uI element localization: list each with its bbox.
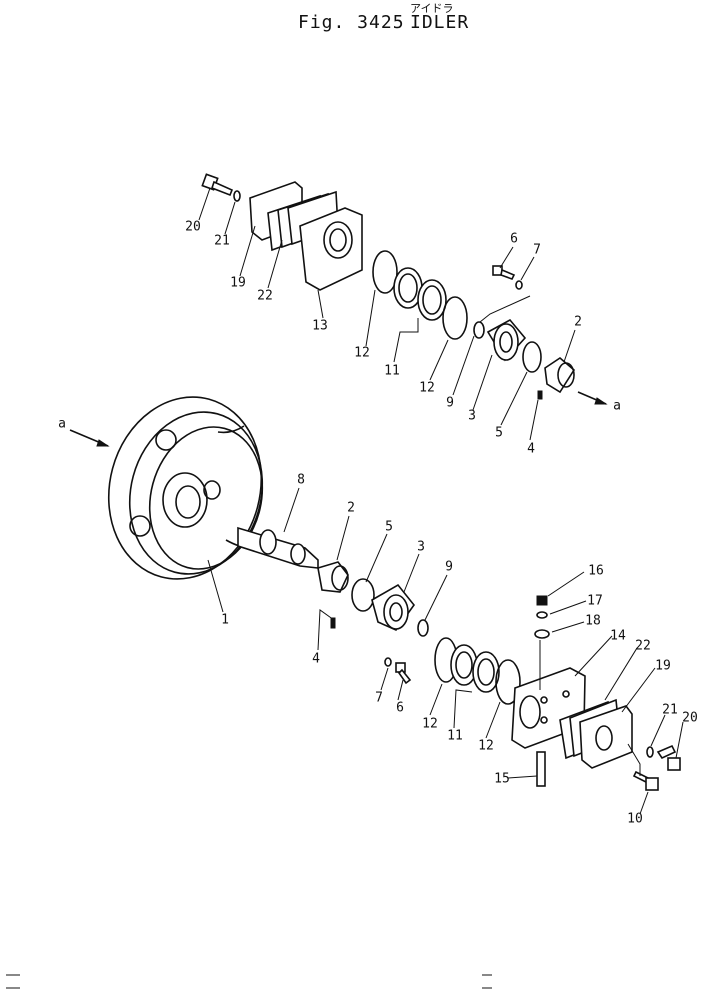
callout-19-lower: 19 bbox=[655, 658, 671, 674]
washer-17 bbox=[536, 611, 548, 619]
callout-2-upper: 2 bbox=[574, 314, 582, 330]
idler-wheel-1 bbox=[107, 396, 264, 580]
callout-12-c: 12 bbox=[422, 716, 438, 732]
callout-12-a: 12 bbox=[354, 345, 370, 361]
floating-seal-11-upper bbox=[393, 267, 447, 321]
floating-seal-11-lower bbox=[450, 644, 500, 693]
callout-3-lower: 3 bbox=[417, 539, 425, 555]
o-ring-5-lower bbox=[351, 578, 375, 612]
pin-4-upper bbox=[537, 390, 543, 400]
bushing-2-lower bbox=[317, 561, 349, 593]
bolt-20-upper bbox=[201, 173, 234, 197]
bolt-10 bbox=[632, 770, 659, 791]
callout-2-lower: 2 bbox=[347, 500, 355, 516]
callout-8: 8 bbox=[297, 472, 305, 488]
washer-21-lower bbox=[646, 746, 654, 758]
figure-title-japanese: アイドラ bbox=[410, 2, 454, 15]
bolt-6-lower bbox=[395, 662, 412, 685]
callout-4-upper: 4 bbox=[527, 441, 535, 457]
callout-4-lower: 4 bbox=[312, 651, 320, 667]
callout-22-lower: 22 bbox=[635, 638, 651, 654]
callout-3-upper: 3 bbox=[468, 408, 476, 424]
figure-number: Fig. 3425 bbox=[298, 12, 405, 33]
collar-3-upper bbox=[486, 318, 527, 362]
callout-a-left: a bbox=[58, 416, 66, 432]
callout-9-upper: 9 bbox=[446, 395, 454, 411]
callout-12-d: 12 bbox=[478, 738, 494, 754]
collar-3-lower bbox=[371, 583, 416, 631]
o-ring-9-upper bbox=[473, 321, 485, 339]
callout-6-upper: 6 bbox=[510, 231, 518, 247]
o-ring-5-upper bbox=[522, 341, 542, 373]
o-ring-12-a bbox=[372, 250, 398, 294]
leader-lines bbox=[198, 187, 684, 815]
callout-a-right: a bbox=[613, 398, 621, 414]
nut-16 bbox=[536, 595, 548, 606]
callout-7-lower: 7 bbox=[375, 690, 383, 706]
callout-15: 15 bbox=[494, 771, 510, 787]
bolt-6-upper bbox=[492, 265, 516, 280]
callout-19-upper: 19 bbox=[230, 275, 246, 291]
callout-6-lower: 6 bbox=[396, 700, 404, 716]
washer-18 bbox=[534, 629, 550, 639]
shaft-8 bbox=[237, 526, 319, 569]
washer-21-upper bbox=[233, 190, 241, 202]
callout-14: 14 bbox=[610, 628, 626, 644]
callout-17: 17 bbox=[587, 593, 603, 609]
bolt-20-lower bbox=[656, 744, 681, 771]
bushing-2-upper bbox=[544, 356, 576, 394]
callout-5-lower: 5 bbox=[385, 519, 393, 535]
figure-title: IDLER bbox=[410, 12, 470, 33]
callout-18: 18 bbox=[585, 613, 601, 629]
pin-4-lower bbox=[330, 617, 336, 629]
callout-21-lower: 21 bbox=[662, 702, 678, 718]
callout-21-upper: 21 bbox=[214, 233, 230, 249]
callout-9-lower: 9 bbox=[445, 559, 453, 575]
o-ring-12-b bbox=[442, 296, 468, 340]
callout-22-upper: 22 bbox=[257, 288, 273, 304]
callout-11-lower: 11 bbox=[447, 728, 463, 744]
o-ring-9-lower bbox=[417, 619, 429, 637]
callout-20-lower: 20 bbox=[682, 710, 698, 726]
o-ring-12-d bbox=[495, 659, 521, 705]
washer-7-upper bbox=[515, 280, 523, 290]
pin-15 bbox=[536, 751, 546, 787]
callout-5-upper: 5 bbox=[495, 425, 503, 441]
callout-1: 1 bbox=[221, 612, 229, 628]
callout-10: 10 bbox=[627, 811, 643, 827]
washer-7-lower bbox=[384, 657, 392, 667]
callout-13: 13 bbox=[312, 318, 328, 334]
callout-12-b: 12 bbox=[419, 380, 435, 396]
bracket-13 bbox=[299, 207, 363, 291]
callout-7-upper: 7 bbox=[533, 242, 541, 258]
callout-11-upper: 11 bbox=[384, 363, 400, 379]
callout-20-upper: 20 bbox=[185, 219, 201, 235]
callout-16: 16 bbox=[588, 563, 604, 579]
